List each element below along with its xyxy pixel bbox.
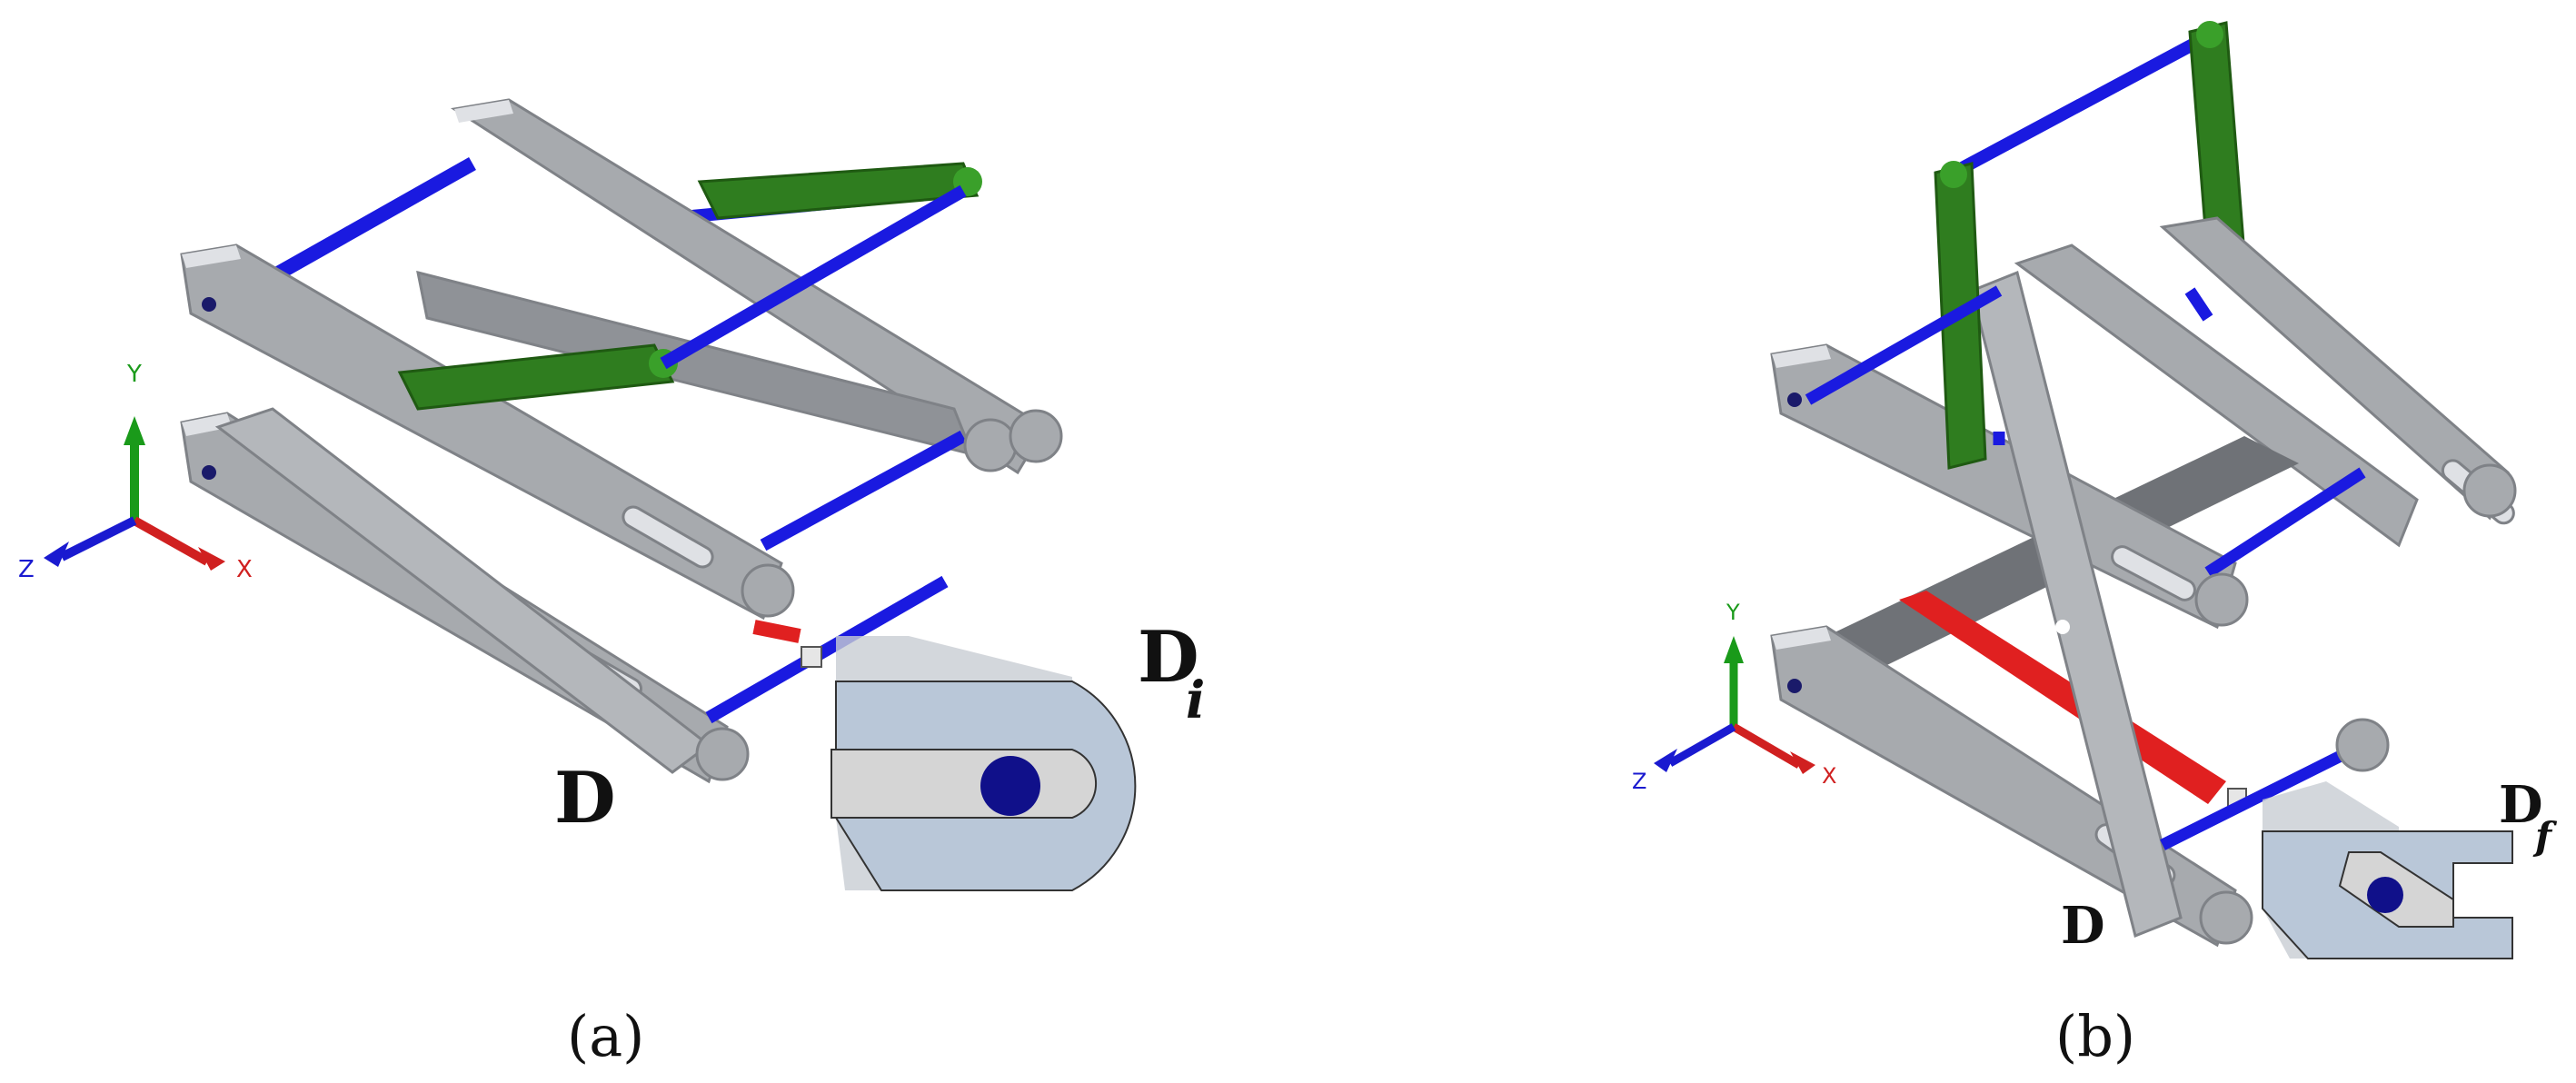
x-axis-label: X	[236, 556, 253, 583]
shaft	[660, 184, 967, 370]
link-top-face	[1772, 345, 1831, 368]
link-end	[963, 418, 1018, 472]
detail-inset-a	[830, 636, 1137, 891]
caption-a: (a)	[567, 1003, 644, 1069]
shaft	[1950, 30, 2212, 179]
center-pivot	[447, 502, 462, 516]
link-end	[2194, 572, 2249, 627]
y-axis-arrow	[1724, 636, 1744, 663]
z-axis-label: Z	[1632, 769, 1646, 794]
shaft	[260, 157, 476, 288]
crank-pivot	[1940, 161, 1967, 188]
link-end	[1009, 409, 1063, 463]
link-end	[741, 563, 795, 618]
z-axis-label: Z	[18, 556, 35, 583]
scissor-link	[214, 407, 711, 774]
link-top-face	[182, 413, 232, 436]
link-end	[2199, 890, 2253, 945]
inset-slot	[830, 749, 1097, 819]
z-axis-line	[59, 516, 137, 561]
detail-label-d: D	[1138, 616, 1199, 699]
axis-triad-b: Y X Z	[1632, 600, 1836, 794]
link-end	[2335, 718, 2390, 772]
shaft	[2204, 467, 2366, 578]
y-axis-label: Y	[1726, 600, 1740, 625]
x-axis-arrow	[198, 547, 225, 571]
shaft	[2160, 749, 2347, 850]
panel-b: Y X Z	[1632, 21, 2558, 1069]
point-label-d: D	[2061, 896, 2105, 956]
inset-pin	[2367, 877, 2403, 913]
detail-inset-b	[2262, 781, 2513, 959]
inset-pin	[980, 756, 1040, 816]
link-top-face	[454, 100, 513, 123]
actuator	[1899, 591, 2226, 804]
x-axis-arrow	[1790, 751, 1815, 774]
caption-b: (b)	[2055, 1003, 2135, 1069]
shaft	[760, 430, 967, 551]
shaft	[2184, 287, 2213, 322]
z-axis-line	[1667, 723, 1736, 767]
pin-hole	[202, 465, 216, 480]
axis-triad-a: Y X Z	[18, 361, 253, 583]
slot	[2111, 545, 2196, 601]
z-axis-arrow	[1654, 749, 1677, 772]
detail-label-d: D	[2499, 775, 2543, 835]
x-axis-line	[132, 516, 210, 566]
crank-pivot	[2196, 21, 2223, 48]
y-axis-arrow	[124, 416, 145, 445]
link-end	[2462, 463, 2517, 518]
pin-hole	[1787, 392, 1802, 407]
point-label-d: D	[554, 757, 616, 840]
panel-a: Y X Z	[18, 98, 1205, 1069]
actuator	[752, 620, 801, 643]
crank-link	[397, 343, 675, 411]
detail-subscript-f: f	[2532, 814, 2558, 859]
pin-hole	[202, 297, 216, 312]
center-pivot	[2055, 620, 2070, 634]
shaft	[705, 575, 949, 724]
x-axis-label: X	[1822, 763, 1836, 789]
slot	[622, 505, 714, 569]
detail-subscript-i: i	[1186, 671, 1205, 730]
link-top-face	[1772, 627, 1831, 650]
crank-link	[697, 162, 980, 220]
link-top-face	[182, 245, 241, 268]
z-axis-arrow	[44, 542, 69, 567]
actuator-block	[801, 646, 822, 668]
x-axis-line	[1731, 723, 1802, 769]
y-axis-label: Y	[126, 361, 142, 388]
link-end	[695, 727, 750, 781]
shaft	[1805, 285, 2003, 405]
pin-hole	[1787, 679, 1802, 693]
scissor-link	[1970, 270, 2183, 939]
